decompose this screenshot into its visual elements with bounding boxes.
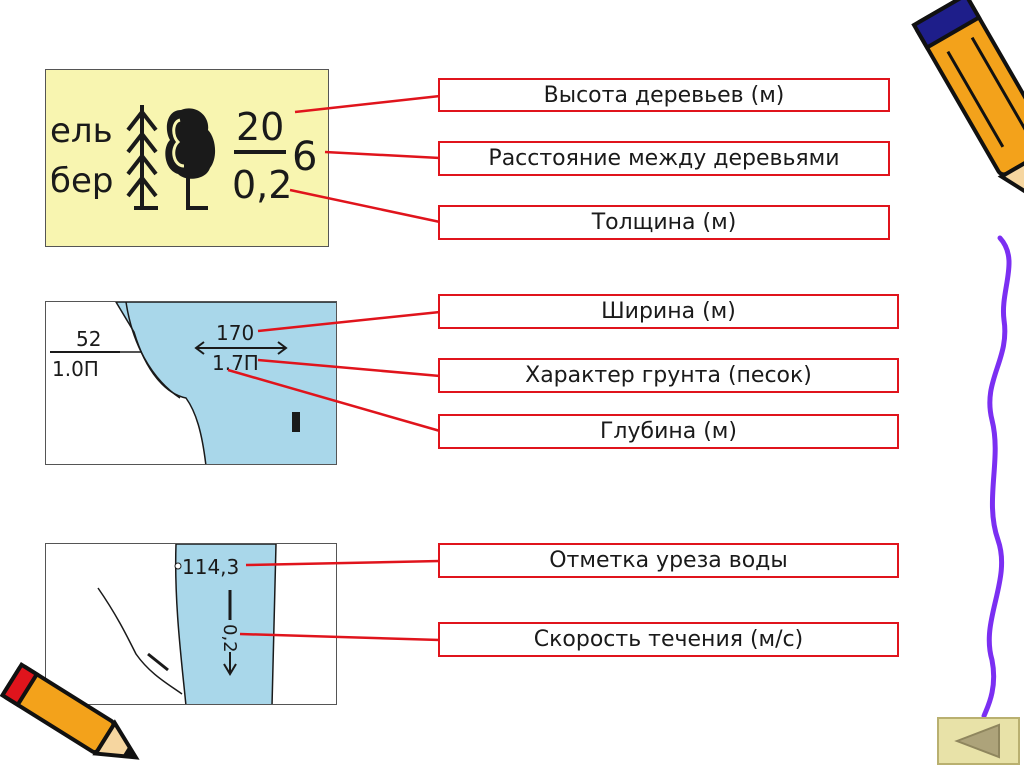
river-width-value: 170	[216, 321, 254, 345]
label-flow-speed: Скорость течения (м/с)	[438, 622, 899, 657]
stream-width-value: 52	[76, 327, 101, 351]
connector-depth	[227, 368, 441, 433]
spacing-value: 6	[292, 134, 317, 180]
water-level-map: 114,3 0,2	[97, 544, 277, 704]
conifer-tree-icon	[126, 105, 158, 210]
label-soil: Характер грунта (песок)	[438, 358, 899, 393]
water-elevation-value: 114,3	[182, 555, 239, 579]
connector-thickness	[289, 188, 441, 224]
label-thickness: Толщина (м)	[438, 205, 890, 240]
species-top-text: ель	[50, 111, 113, 151]
connector-width	[257, 310, 441, 333]
flow-speed-value: 0,2	[219, 624, 240, 653]
label-depth: Глубина (м)	[438, 414, 899, 449]
connector-soil	[257, 358, 441, 378]
deciduous-tree-icon	[165, 108, 216, 210]
connector-tree-spacing	[324, 150, 441, 160]
triangle-left-icon	[954, 723, 1000, 759]
back-button[interactable]	[937, 717, 1020, 765]
label-width: Ширина (м)	[438, 294, 899, 329]
connector-tree-height	[294, 94, 441, 114]
thickness-value: 0,2	[232, 163, 292, 207]
forest-sign-map: ель бер 20 0,2 6	[50, 105, 317, 210]
label-water-mark: Отметка уреза воды	[438, 543, 899, 578]
channel-water	[174, 544, 277, 704]
connector-water-mark	[245, 559, 441, 567]
river-sign-map: 52 1.0П 170 1.7П	[50, 302, 336, 464]
forest-sign-panel: ель бер 20 0,2 6	[45, 69, 329, 247]
connector-flow-speed	[239, 632, 441, 642]
species-bottom-text: бер	[50, 161, 113, 201]
tree-height-value: 20	[236, 105, 284, 149]
stream-depth-value: 1.0П	[52, 357, 99, 381]
label-tree-height: Высота деревьев (м)	[438, 78, 890, 112]
label-tree-spacing: Расстояние между деревьями	[438, 141, 890, 176]
